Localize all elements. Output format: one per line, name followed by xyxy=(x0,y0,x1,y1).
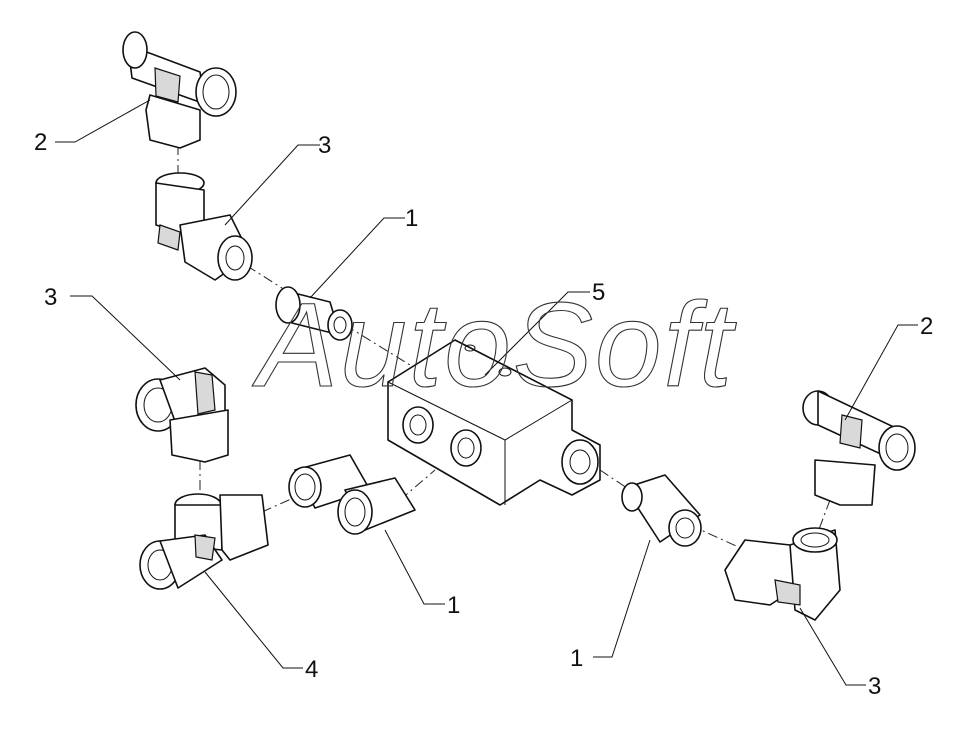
leader-lines xyxy=(55,99,918,686)
elbow-fitting-right xyxy=(724,527,841,621)
tee-fitting-top-left xyxy=(122,31,237,149)
elbow-fitting-mid-left xyxy=(135,367,229,463)
tee-fitting-right xyxy=(802,390,916,506)
callout-3-mid-left: 3 xyxy=(44,284,57,311)
callout-1-bottom: 1 xyxy=(447,592,460,619)
adapter-nipples-lower-left xyxy=(288,454,416,535)
callout-3-bottom-right: 3 xyxy=(868,673,881,700)
adapter-nipple-right xyxy=(621,474,702,547)
callout-2-right: 2 xyxy=(920,313,933,340)
callout-4-bottom-left: 4 xyxy=(305,656,318,683)
callout-3-top-left: 3 xyxy=(318,132,331,159)
callout-1-right: 1 xyxy=(570,645,583,672)
callout-5-block: 5 xyxy=(592,279,605,306)
adapter-nipple-top xyxy=(275,286,353,341)
watermark-text: AutoSoft xyxy=(252,278,737,412)
tee-fitting-bottom-left xyxy=(139,493,269,590)
callout-1-top: 1 xyxy=(405,205,418,232)
distribution-block xyxy=(387,339,601,506)
callout-2-top-left: 2 xyxy=(34,129,47,156)
callout-numbers: 2 3 1 3 5 2 1 1 4 3 xyxy=(34,129,933,700)
elbow-fitting-top-left xyxy=(155,172,253,281)
